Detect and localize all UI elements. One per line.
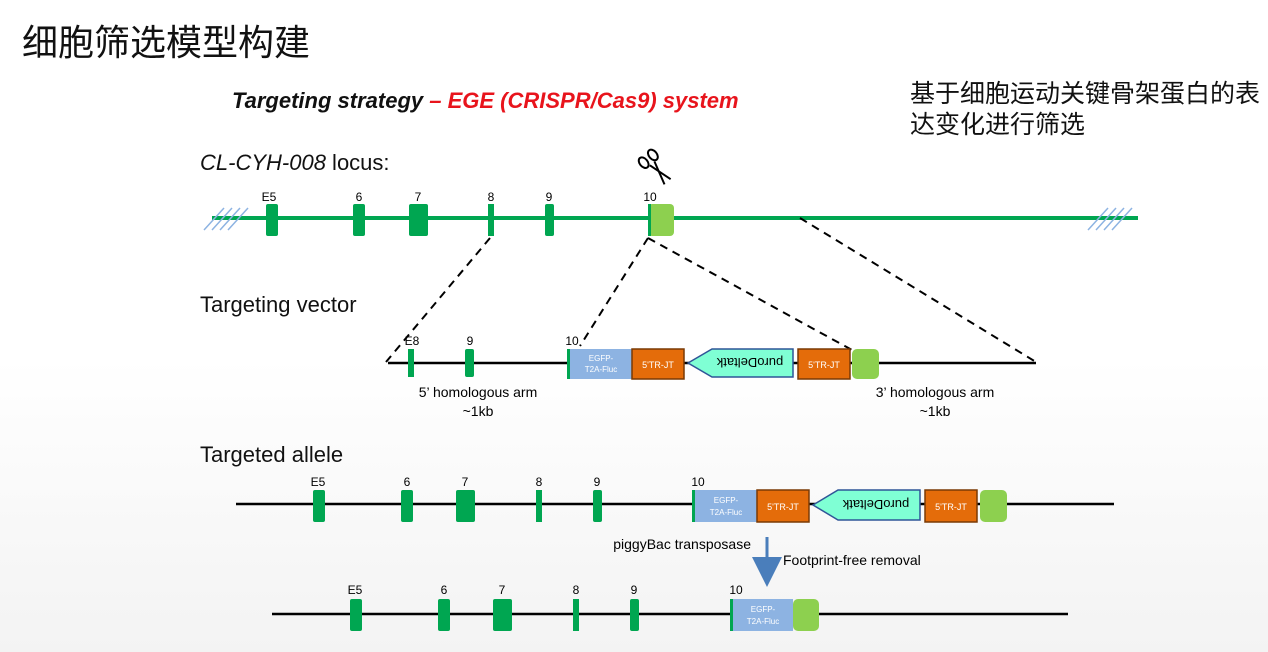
final-egfp-box (733, 599, 793, 631)
vector-tr-box-1 (631, 348, 685, 380)
vector-label-10: 10 (565, 334, 579, 348)
final-exon-10-edge (730, 599, 733, 631)
final-exon-3prime (793, 599, 819, 631)
allele-tr-label-1: 5'TR-JT (767, 502, 799, 512)
final-exon-9 (630, 599, 639, 631)
wild-type-locus: E5 6 7 8 9 10 (203, 190, 1138, 236)
page-title: 细胞筛选模型构建 (22, 23, 311, 64)
exon-10 (648, 204, 674, 236)
label-7: 7 (415, 190, 422, 204)
enzyme-label: piggyBac transposase (613, 536, 751, 552)
vector-tr-label-2: 5'TR-JT (808, 360, 840, 370)
vector-exon-9 (465, 349, 474, 377)
allele-label-9: 9 (594, 475, 601, 489)
allele-label-e5: E5 (311, 475, 326, 489)
allele-puro-box (811, 489, 921, 521)
vector-tr-box-2 (797, 348, 851, 380)
exon-9 (545, 204, 554, 236)
projection-lines (385, 217, 1037, 363)
targeted-allele: E5 6 7 8 9 10 EGFP- T2A-Fluc 5'TR-JT pur… (236, 475, 1114, 523)
vector-exon-e8 (408, 349, 414, 377)
final-label-e5: E5 (348, 583, 363, 597)
label-8: 8 (488, 190, 495, 204)
vector-label-9: 9 (467, 334, 474, 348)
label-9: 9 (546, 190, 553, 204)
allele-tr-box-2 (924, 489, 978, 523)
right-arm-line1: 3’ homologous arm (876, 384, 995, 400)
allele-exon-6 (401, 490, 413, 522)
vector-egfp-line1: EGFP- (589, 354, 614, 363)
locus-suffix: locus: (325, 150, 390, 175)
exon-7 (409, 204, 428, 236)
allele-exon-10-edge (692, 490, 695, 522)
heading-suffix: – EGE (CRISPR/Cas9) system (429, 88, 739, 113)
allele-exon-3prime (980, 490, 1007, 522)
final-label-8: 8 (573, 583, 580, 597)
vector-tr-label-1: 5'TR-JT (642, 360, 674, 370)
final-label-6: 6 (441, 583, 448, 597)
allele-label-7: 7 (462, 475, 469, 489)
final-label-10: 10 (729, 583, 743, 597)
final-exon-8 (573, 599, 579, 631)
break-mark-right (1087, 207, 1133, 231)
heading-prefix: Targeting strategy (232, 88, 424, 113)
vector-egfp-line2: T2A-Fluc (585, 365, 617, 374)
removal-label: Footprint-free removal (783, 552, 921, 568)
allele-egfp-line2: T2A-Fluc (710, 508, 742, 517)
targeting-vector: E8 9 10 EGFP- T2A-Fluc 5'TR-JT puroDelta… (388, 334, 1036, 419)
final-egfp-line2: T2A-Fluc (747, 617, 779, 626)
allele-exon-e5 (313, 490, 325, 522)
vector-puro-box (686, 348, 794, 378)
scissors-icon (637, 148, 672, 185)
allele-egfp-line1: EGFP- (714, 496, 739, 505)
caption-text: 基于细胞运动关键骨架蛋白的表达变化进行筛选 (910, 79, 1261, 139)
exon-6 (353, 204, 365, 236)
allele-label: Targeted allele (200, 442, 344, 467)
label-6: 6 (356, 190, 363, 204)
right-arm-line2: ~1kb (920, 403, 951, 419)
allele-label-6: 6 (404, 475, 411, 489)
allele-label-10: 10 (691, 475, 705, 489)
final-exon-e5 (350, 599, 362, 631)
exon-10-edge (648, 204, 651, 236)
vector-label-e8: E8 (405, 334, 420, 348)
allele-exon-8 (536, 490, 542, 522)
vector-label: Targeting vector (200, 292, 357, 317)
final-exon-6 (438, 599, 450, 631)
allele-exon-7 (456, 490, 475, 522)
final-egfp-line1: EGFP- (751, 605, 776, 614)
label-e5: E5 (262, 190, 277, 204)
locus-label: CL-CYH-008 locus: (200, 150, 390, 176)
vector-puro-label: puroDeltatk (716, 355, 783, 370)
vector-exon-10-edge (567, 349, 570, 379)
vector-exon-3prime (852, 349, 879, 379)
strategy-heading: Targeting strategy – EGE (CRISPR/Cas9) s… (232, 88, 739, 114)
allele-tr-label-2: 5'TR-JT (935, 502, 967, 512)
left-arm-line2: ~1kb (463, 403, 494, 419)
allele-exon-9 (593, 490, 602, 522)
exon-e5 (266, 204, 278, 236)
left-arm-line1: 5’ homologous arm (419, 384, 538, 400)
allele-label-8: 8 (536, 475, 543, 489)
allele-tr-box-1 (756, 489, 810, 523)
final-exon-7 (493, 599, 512, 631)
locus-name: CL-CYH-008 (200, 150, 326, 175)
removal-step: piggyBac transposase Footprint-free remo… (613, 536, 921, 587)
final-allele: E5 6 7 8 9 10 EGFP- T2A-Fluc (272, 583, 1068, 631)
label-10: 10 (643, 190, 657, 204)
final-label-7: 7 (499, 583, 506, 597)
vector-egfp-box (570, 349, 632, 379)
exon-8 (488, 204, 494, 236)
final-label-9: 9 (631, 583, 638, 597)
allele-puro-label: puroDeltatk (842, 497, 909, 512)
break-mark-left (203, 207, 249, 231)
allele-egfp-box (695, 490, 757, 522)
